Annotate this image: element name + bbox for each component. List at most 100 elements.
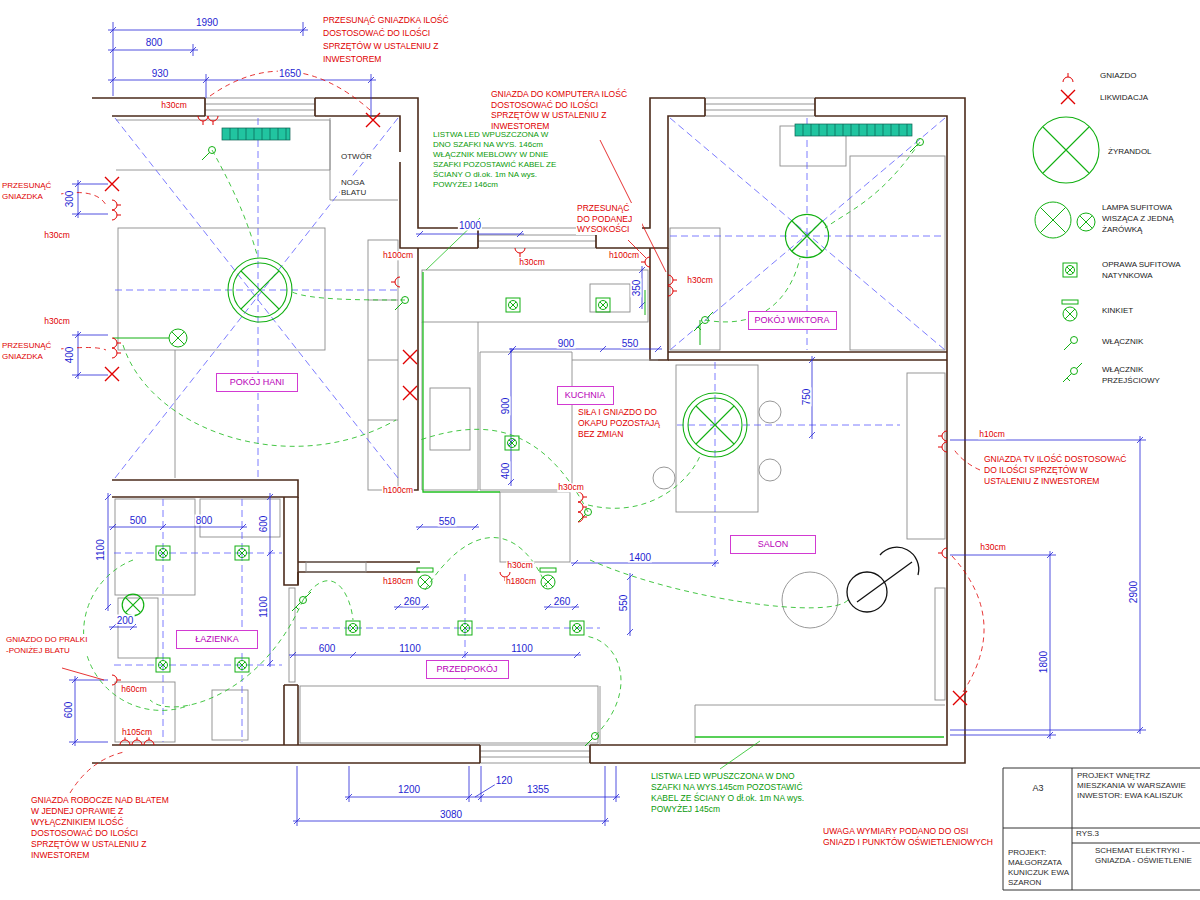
furniture-outline bbox=[676, 365, 758, 512]
circuit-link bbox=[212, 150, 258, 258]
dimension-value: 1100 bbox=[398, 643, 422, 654]
note-leader bbox=[62, 668, 104, 680]
furniture-outline bbox=[600, 686, 601, 745]
furniture-outline bbox=[300, 686, 598, 743]
furniture-outline bbox=[422, 270, 648, 322]
furniture-outline bbox=[430, 388, 470, 450]
wall bbox=[668, 352, 947, 360]
socket bbox=[208, 116, 218, 125]
circuit-link bbox=[292, 292, 405, 300]
dimension-line bbox=[950, 436, 1146, 734]
removal-mark bbox=[105, 367, 119, 381]
wall bbox=[650, 248, 668, 360]
socket bbox=[578, 502, 587, 512]
room-name: SALON bbox=[758, 539, 789, 550]
height-mark: h10cm bbox=[978, 430, 1006, 439]
dimension-value: 600 bbox=[318, 643, 337, 654]
height-mark: h180cm bbox=[382, 577, 414, 586]
furniture-outline bbox=[116, 120, 330, 170]
legend-symbol bbox=[1033, 117, 1099, 183]
led-strip bbox=[695, 736, 944, 737]
removal-mark bbox=[403, 350, 417, 364]
led-strip bbox=[426, 218, 760, 769]
dimension-value: 1800 bbox=[1038, 650, 1049, 674]
dimension-value: 260 bbox=[553, 596, 572, 607]
dimension-value: 900 bbox=[500, 397, 511, 416]
dimension-value: 750 bbox=[801, 388, 812, 407]
radiator bbox=[230, 128, 286, 140]
socket bbox=[668, 275, 677, 285]
legend-text: WŁĄCZNIK PRZEJŚCIOWY bbox=[1102, 364, 1187, 386]
light-fixture bbox=[235, 658, 249, 672]
legend-symbol bbox=[1062, 300, 1078, 321]
dimension-value: 1355 bbox=[526, 784, 550, 795]
note: GNIAZDO DO PRALKI -PONIŻEJ BLATU bbox=[5, 634, 91, 656]
switch bbox=[395, 297, 409, 311]
table-cell: A3 bbox=[1031, 784, 1044, 794]
dimension-value: 1400 bbox=[628, 552, 652, 563]
radiator bbox=[803, 124, 907, 136]
table-cell: SCHEMAT ELEKTRYKI - GNIAZDA - OŚWIETLENI… bbox=[1094, 846, 1194, 866]
window bbox=[205, 104, 315, 110]
note-leader bbox=[953, 448, 980, 470]
circuit-link bbox=[585, 636, 621, 736]
light-fixture bbox=[506, 298, 520, 312]
note: LISTWA LED WPUSZCZONA W DNO SZAFKI NA WY… bbox=[650, 771, 807, 815]
switch bbox=[694, 312, 713, 331]
furniture-outline bbox=[653, 467, 675, 489]
circuit-link bbox=[425, 538, 548, 591]
legend-symbol bbox=[1033, 117, 1099, 183]
window bbox=[705, 98, 815, 116]
legend-text: LAMPA SUFITOWA WISZĄCA Z JEDNĄ ŻARÓWKĄ bbox=[1102, 202, 1182, 235]
room-label-box: POKÓJ HANI bbox=[216, 373, 298, 392]
note-leader bbox=[952, 556, 984, 692]
ceiling-axis-line bbox=[114, 118, 945, 742]
room-label-box: ŁAZIENKA bbox=[176, 630, 258, 649]
dimension-value: 3080 bbox=[439, 809, 463, 820]
light-fixture bbox=[113, 338, 169, 339]
floor-lamp bbox=[847, 572, 887, 612]
dimension-value: 600 bbox=[63, 701, 74, 720]
socket bbox=[578, 492, 587, 502]
legend-text: LIKWIDACJA bbox=[1100, 92, 1148, 103]
table-cell: PROJEKT WNĘTRZ MIESZKANIA W WARSZAWIE IN… bbox=[1076, 771, 1200, 801]
ceiling-axis-line bbox=[670, 118, 945, 350]
note: SIŁA I GNIAZDO DO OKAPU POZOSTAJĄ BEZ ZM… bbox=[577, 407, 674, 440]
table-cell: PROJEKT: MAŁGORZATA KUNICZUK EWA SZARON bbox=[1007, 848, 1071, 888]
dimension-value: 550 bbox=[618, 594, 629, 613]
circuit-link bbox=[84, 560, 190, 710]
note-leader bbox=[50, 71, 984, 793]
socket bbox=[112, 348, 121, 358]
room-name: KUCHNIA bbox=[565, 390, 606, 401]
window bbox=[705, 104, 815, 110]
socket bbox=[391, 277, 400, 287]
furniture-outline bbox=[480, 352, 572, 490]
note: GNIAZDA ROBOCZE NAD BLATEM W JEDNEJ OPRA… bbox=[30, 795, 177, 861]
socket bbox=[112, 200, 121, 210]
dimension-line bbox=[105, 493, 111, 611]
legend-text: KINKIET bbox=[1102, 305, 1133, 316]
note: PRZESUNĄĆ DO PODANEJ WYSOKOŚCI bbox=[576, 203, 642, 235]
wall bbox=[92, 98, 965, 763]
furniture-outline bbox=[572, 360, 658, 361]
legend-text: GNIAZDO bbox=[1100, 70, 1136, 81]
furniture-outline bbox=[500, 492, 570, 562]
furniture-outline bbox=[115, 118, 945, 745]
legend-symbol bbox=[1063, 263, 1077, 277]
height-mark: h100cm bbox=[382, 251, 414, 260]
light-fixture bbox=[417, 568, 433, 589]
circuit-link bbox=[303, 581, 353, 620]
note: LISTWA LED WPUSZCZONA W DNO SZAFKI NA WY… bbox=[432, 130, 562, 190]
radiator bbox=[795, 124, 912, 136]
note: PRZESUNĄĆ GNIAZDKA bbox=[1, 340, 61, 362]
dimension-line bbox=[108, 22, 308, 96]
height-mark: h180cm bbox=[505, 577, 537, 586]
switch bbox=[292, 592, 311, 611]
furniture-outline bbox=[422, 322, 478, 490]
height-mark: h30cm bbox=[160, 101, 188, 110]
socket bbox=[112, 338, 121, 348]
height-mark: h30cm bbox=[43, 317, 71, 326]
dimension-value: 1100 bbox=[258, 595, 269, 619]
circuit-link bbox=[123, 345, 396, 446]
dimension-value: 550 bbox=[621, 338, 640, 349]
